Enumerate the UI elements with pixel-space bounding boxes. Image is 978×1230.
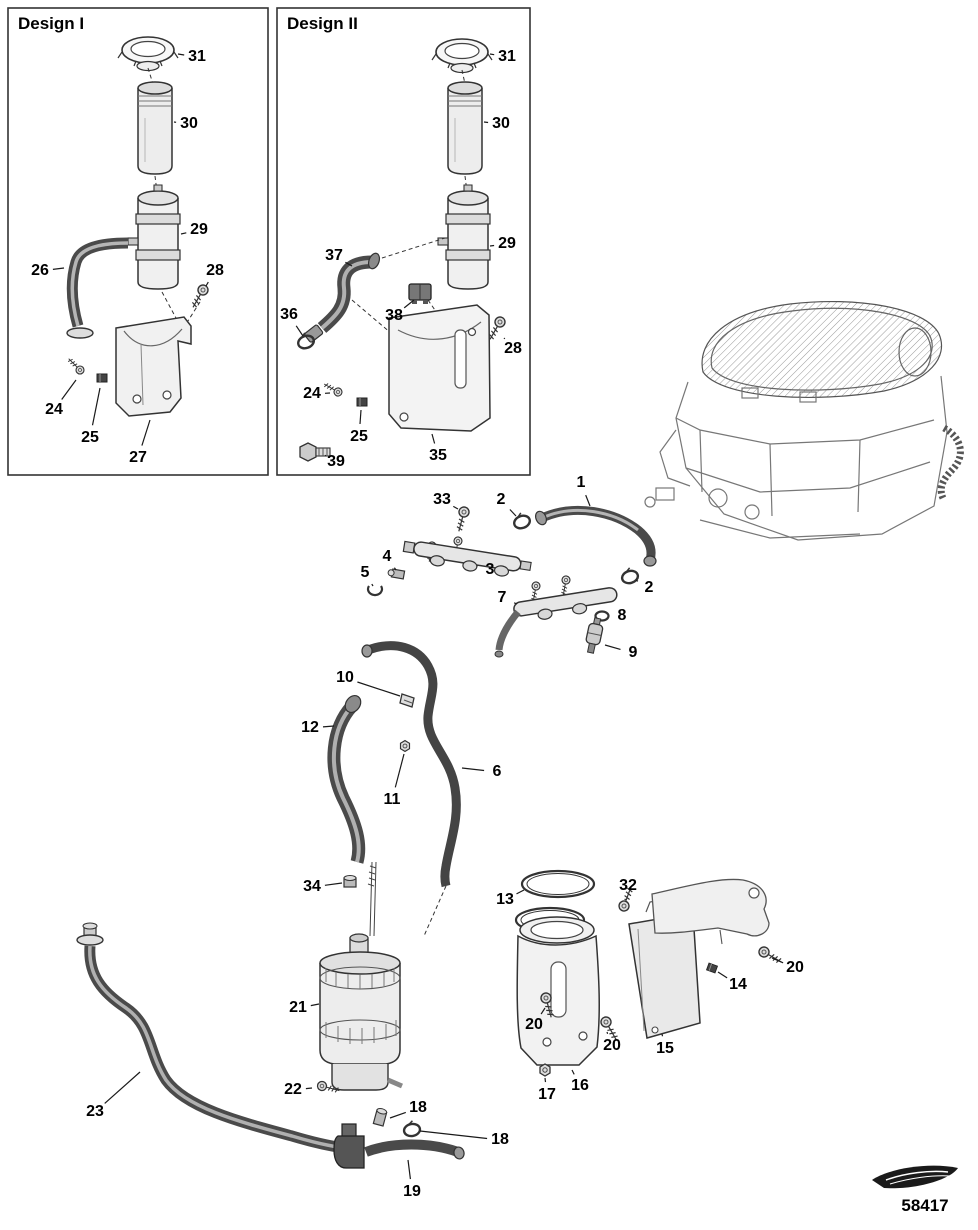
part-callout-18-46: 18 [491, 1131, 509, 1148]
part-callout-39-18: 39 [327, 453, 345, 470]
part-callout-5-23: 5 [360, 564, 370, 581]
part-1-fuel-line [534, 505, 657, 567]
part-7-fuel-rail [513, 587, 618, 620]
part-callout-10-29: 10 [336, 669, 354, 686]
part-callout-33-20: 33 [433, 491, 451, 508]
part-callout-31-0: 31 [188, 48, 206, 65]
part-callout-21-36: 21 [289, 999, 307, 1016]
part-callout-36-13: 36 [280, 306, 298, 323]
part-callout-13-34: 13 [496, 891, 514, 908]
part-callout-24-5: 24 [45, 401, 63, 418]
part-23-hose [76, 922, 345, 1154]
part-callout-32-35: 32 [619, 877, 637, 894]
part-callout-4-22: 4 [382, 548, 392, 565]
part-callout-9-28: 9 [628, 644, 638, 661]
part-callout-29-2: 29 [190, 221, 208, 238]
part-callout-28-14: 28 [504, 340, 522, 357]
part-19-hose [364, 1139, 465, 1160]
part-callout-30-9: 30 [492, 115, 510, 132]
part-37-hose [304, 252, 381, 343]
design-1-label: Design I [18, 14, 85, 33]
part-callout-18-45: 18 [409, 1099, 427, 1116]
part-16-bracket [516, 916, 600, 1066]
part-callout-35-17: 35 [429, 447, 447, 464]
part-callout-3-24: 3 [485, 561, 495, 578]
part-callout-2-26: 2 [644, 579, 654, 596]
design-2-box [276, 7, 531, 476]
part-12-hose [327, 695, 366, 864]
part-27-bracket [115, 316, 192, 417]
part-8-oring [594, 610, 610, 622]
pump-sender-rod [367, 861, 377, 937]
brand-logo [872, 1165, 958, 1189]
part-callout-23-48: 23 [86, 1103, 104, 1120]
part-callout-28-4: 28 [206, 262, 224, 279]
part-38-connector [408, 283, 432, 304]
part-35-bracket [388, 304, 491, 432]
engine-assembly [644, 300, 964, 541]
drawing-number: 58417 [901, 1196, 949, 1215]
part-callout-2-21: 2 [496, 491, 506, 508]
elbow-fitting [333, 1123, 365, 1169]
part-callout-31-8: 31 [498, 48, 516, 65]
part-callout-6-32: 6 [492, 763, 502, 780]
part-3-fuel-rail [402, 540, 532, 577]
part-21-fuel-pump-module [319, 933, 403, 1091]
design-1-box [7, 7, 269, 476]
part-4-fitting [387, 568, 406, 580]
design-2-label: Design II [287, 14, 358, 33]
part-callout-17-43: 17 [538, 1086, 556, 1103]
part-callout-26-3: 26 [31, 262, 49, 279]
part-callout-27-7: 27 [129, 449, 147, 466]
part-callout-25-16: 25 [350, 428, 368, 445]
part-34-fitting [343, 875, 357, 888]
part-10-clip [399, 693, 415, 708]
part-callout-19-47: 19 [403, 1183, 421, 1200]
part-39-fitting [299, 442, 331, 462]
part-callout-38-12: 38 [385, 307, 403, 324]
part-callout-7-25: 7 [497, 589, 507, 606]
part-callout-16-44: 16 [571, 1077, 589, 1094]
part-5-clip [366, 585, 384, 597]
part-callout-14-39: 14 [729, 976, 747, 993]
part-callout-24-15: 24 [303, 385, 321, 402]
part-callout-20-38: 20 [603, 1037, 621, 1054]
part-callout-11-31: 11 [383, 791, 401, 808]
part-callout-12-30: 12 [301, 719, 319, 736]
part-callout-25-6: 25 [81, 429, 99, 446]
part-6-hose [361, 641, 461, 888]
part-26-hose [66, 237, 129, 339]
part-callout-15-41: 15 [656, 1040, 674, 1057]
part-callout-1-19: 1 [576, 474, 586, 491]
part-callout-29-11: 29 [498, 235, 516, 252]
part-callout-30-1: 30 [180, 115, 198, 132]
part-callout-8-27: 8 [617, 607, 627, 624]
part-callout-20-40: 20 [786, 959, 804, 976]
rail7-drop-pipe [494, 609, 521, 658]
part-callout-22-42: 22 [284, 1081, 302, 1098]
part-callout-34-33: 34 [303, 878, 321, 895]
part-callout-37-10: 37 [325, 247, 343, 264]
part-18-fitting [372, 1107, 388, 1127]
part-9-injector [585, 617, 604, 654]
part-callout-20-37: 20 [525, 1016, 543, 1033]
bracket-arm [651, 878, 770, 945]
